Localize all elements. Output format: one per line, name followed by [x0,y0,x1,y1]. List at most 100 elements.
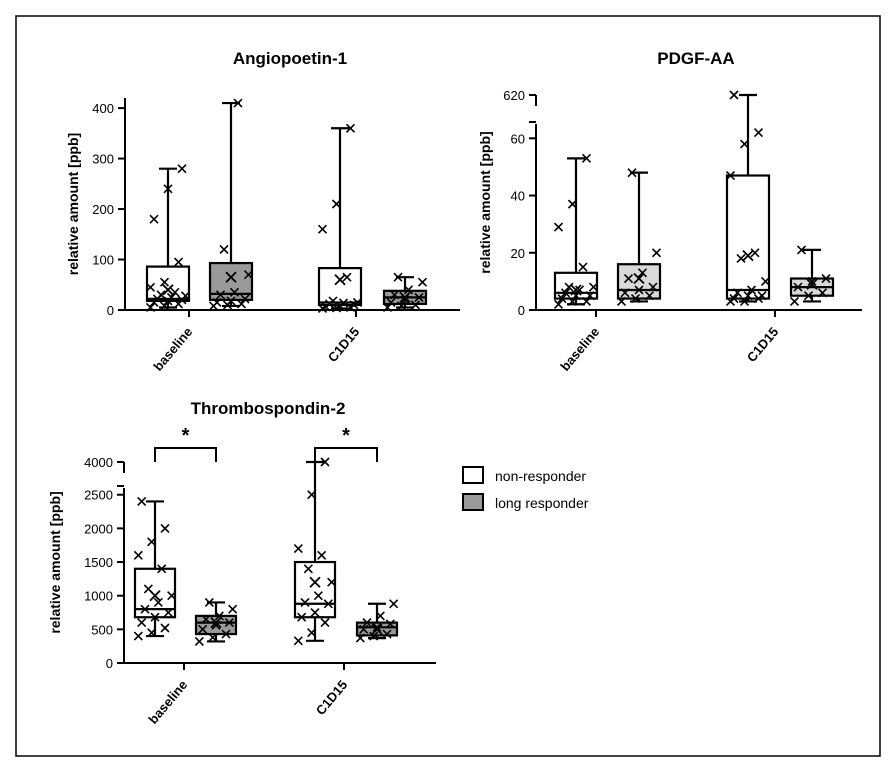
data-point [140,604,150,614]
data-point [753,128,764,138]
data-point [147,537,157,547]
box-c1d15-long-responder [355,599,399,643]
data-point [297,612,307,622]
data-point [173,257,184,267]
data-point [553,222,564,232]
data-point [382,302,393,313]
box-baseline-non-responder [553,153,599,309]
data-point [414,292,424,302]
data-point [345,123,356,133]
data-point [372,622,382,632]
mean-marker [570,284,582,296]
significance-marker: * [342,425,350,447]
data-point [163,184,173,194]
data-point [156,290,166,300]
data-point [743,291,753,301]
data-point [327,577,337,587]
data-point [303,564,313,574]
data-point [331,199,342,209]
data-point [177,164,187,174]
box-c1d15-long-responder [382,272,428,313]
data-point [817,288,828,298]
data-point [616,296,627,306]
data-point [581,296,592,306]
x-tick-label-baseline: baseline [145,677,190,727]
data-point [651,248,662,258]
legend: non-responder long responder [462,466,589,511]
x-tick-label-c1d15: C1D15 [325,324,363,365]
data-point [145,302,156,313]
chart-title: Angiopoetin-1 [233,49,347,68]
data-point [400,295,410,305]
data-point [620,288,630,298]
data-point [588,282,599,292]
data-point [320,618,330,628]
data-point [386,297,396,307]
mean-marker [742,249,754,262]
y-tick-label: 500 [91,622,113,637]
data-point [578,262,588,272]
y-axis-label: relative amount [ppb] [65,133,81,275]
data-point [553,299,564,309]
data-point [214,611,224,621]
data-point [630,293,641,304]
data-point [585,291,595,301]
data-point [300,597,310,607]
data-point [313,591,323,601]
data-point [159,277,170,287]
data-point [581,153,592,163]
data-point [215,290,226,300]
data-point [159,301,170,311]
significance-bracket [314,447,378,462]
box-c1d15-long-responder [789,245,835,306]
box-baseline-long-responder [616,168,662,306]
data-point [355,633,365,643]
legend-label-long-responder: long responder [495,495,589,511]
data-point [211,620,221,630]
x-tick-label-c1d15: C1D15 [313,677,351,718]
data-point [293,544,303,554]
y-tick-label: 200 [92,202,114,217]
data-point [243,270,254,280]
data-point [166,292,177,302]
data-point [150,612,160,622]
mean-marker [309,576,321,588]
data-point [362,618,372,628]
data-point [219,244,229,254]
y-tick-label: 300 [92,152,114,167]
mean-marker [149,590,161,602]
box-baseline-long-responder [194,597,238,647]
data-point [746,285,757,295]
data-point [634,285,644,295]
y-tick-label: 2500 [84,488,113,503]
y-tick-label: 0 [106,656,113,671]
y-tick-label: 40 [511,189,525,204]
data-point [328,296,338,306]
data-point [157,564,167,574]
data-point [153,597,163,607]
data-point [803,291,814,301]
y-tick-label: 4000 [84,455,113,470]
data-point [382,629,392,639]
data-point [147,628,157,638]
x-tick-label-baseline: baseline [150,324,195,374]
data-point [757,291,767,301]
data-point [729,90,739,100]
data-point [644,291,655,301]
legend-swatch-long-responder [462,493,484,511]
data-point [226,296,236,306]
data-point [307,628,317,638]
y-tick-label: 1500 [84,555,113,570]
mean-marker [633,272,645,285]
y-tick-label: 2000 [84,521,113,536]
box-c1d15-non-responder [317,123,363,314]
y-tick-label: 1000 [84,589,113,604]
data-point [233,98,243,108]
mean-marker [162,284,174,296]
data-point [732,288,743,298]
y-tick-label: 20 [511,246,525,261]
data-point [338,298,349,308]
